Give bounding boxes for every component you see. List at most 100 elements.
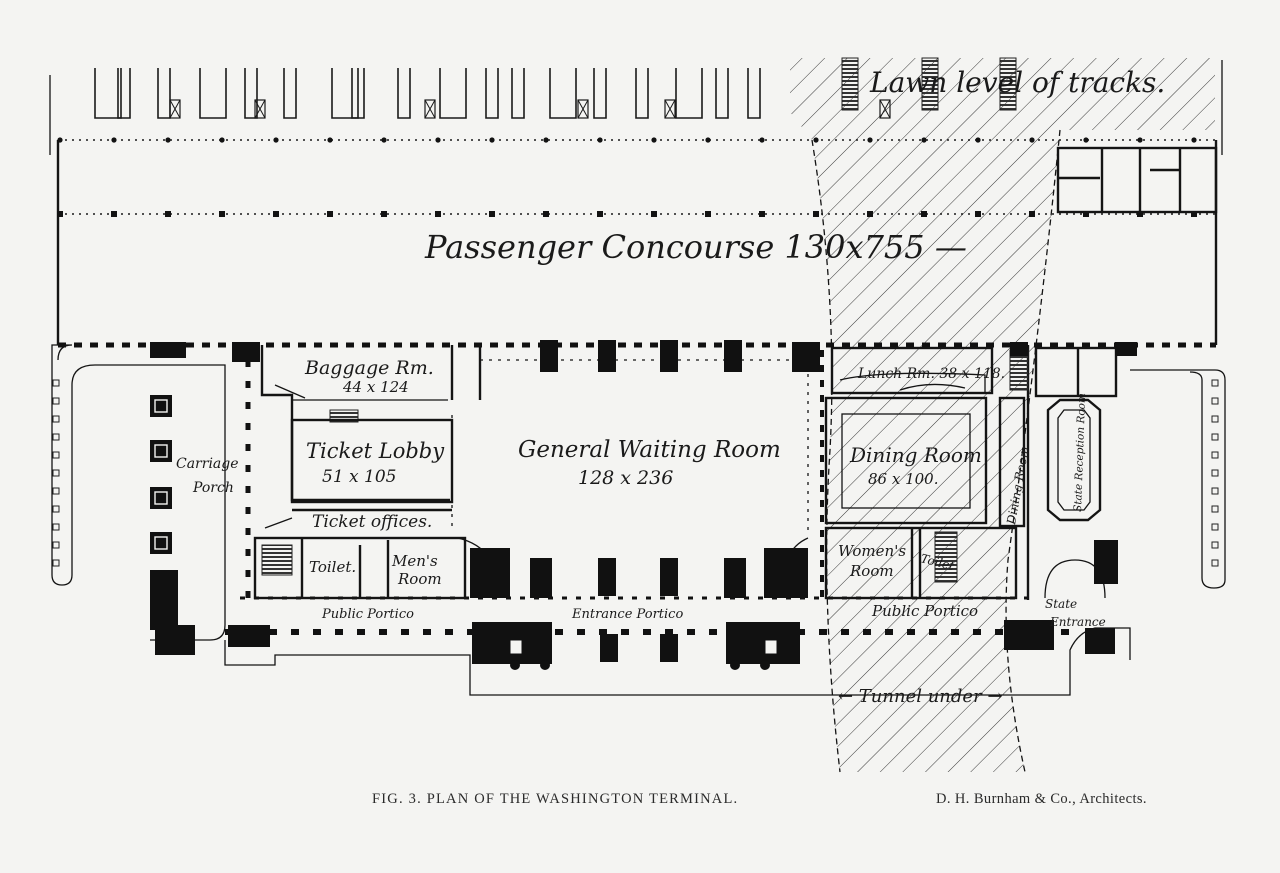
- drive-bollard: [1211, 379, 1219, 387]
- concourse-column: [867, 137, 873, 143]
- pier: [232, 342, 260, 362]
- door-niche: [764, 639, 778, 655]
- front-column: [730, 660, 740, 670]
- baggage-lift: [879, 99, 891, 119]
- baggage-lift: [169, 99, 181, 119]
- drive-bollard: [1211, 559, 1219, 567]
- label-carriage-porch-2: Porch: [192, 480, 234, 496]
- pier: [660, 634, 678, 662]
- label-state-entrance-1: State: [1045, 597, 1077, 611]
- pier: [724, 340, 742, 372]
- label-general-waiting-room-size: 128 x 236: [578, 467, 673, 489]
- drive-bollard: [1211, 469, 1219, 477]
- pier: [660, 340, 678, 372]
- pier: [1004, 620, 1054, 650]
- drive-bollard: [52, 433, 60, 441]
- track-stub: [439, 68, 467, 119]
- label-concourse: Passenger Concourse 130x755 —: [424, 228, 967, 266]
- track-stub: [199, 68, 227, 119]
- concourse-column: [759, 137, 765, 143]
- concourse-column: [705, 211, 711, 217]
- stair-block-1: [841, 57, 859, 111]
- porch-post-inset: [154, 444, 168, 458]
- concourse-column-rows: [57, 137, 1216, 217]
- concourse-column: [651, 137, 657, 143]
- concourse-column: [543, 211, 549, 217]
- pier: [530, 558, 552, 598]
- concourse-column: [867, 211, 873, 217]
- label-ticket-offices: Ticket offices.: [312, 512, 432, 532]
- track-stub: [397, 68, 411, 119]
- drive-bollard: [1211, 505, 1219, 513]
- pier: [600, 634, 618, 662]
- concourse-column: [1083, 211, 1089, 217]
- drive-bollard: [52, 469, 60, 477]
- concourse-column: [489, 137, 495, 143]
- pier: [792, 342, 820, 372]
- pier: [470, 548, 510, 598]
- track-stub: [283, 68, 297, 119]
- drive-bollard: [1211, 541, 1219, 549]
- pier: [598, 558, 616, 596]
- label-entrance-portico: Entrance Portico: [571, 607, 683, 622]
- concourse-column: [435, 137, 441, 143]
- pier: [1085, 628, 1115, 654]
- drive-bollard: [52, 505, 60, 513]
- label-general-waiting-room: General Waiting Room: [518, 437, 781, 463]
- label-lunch-room: Lunch Rm. 38 x 118.: [857, 366, 1005, 382]
- concourse-column: [327, 211, 333, 217]
- drive-bollard: [1211, 433, 1219, 441]
- tunnel-edge-right: [1005, 129, 1061, 773]
- label-baggage-room: Baggage Rm.: [304, 357, 434, 379]
- concourse-column: [111, 211, 117, 217]
- front-column: [540, 660, 550, 670]
- concourse-column: [219, 137, 225, 143]
- concourse-column: [57, 211, 63, 217]
- track-stub: [511, 68, 525, 119]
- porch-post: [150, 532, 172, 554]
- track-platforms: [94, 68, 891, 119]
- label-womens-room-2: Room: [849, 562, 894, 580]
- concourse-column: [597, 211, 603, 217]
- pier: [150, 570, 178, 630]
- baggage-lift: [424, 99, 436, 119]
- track-stub: [715, 68, 729, 119]
- concourse-column: [1029, 211, 1035, 217]
- pier: [1010, 342, 1028, 356]
- pier: [228, 625, 270, 647]
- label-state-reception-room: State Reception Room: [1072, 393, 1088, 512]
- track-stub: [351, 68, 365, 119]
- drive-bollard: [52, 559, 60, 567]
- architect-credit: D. H. Burnham & Co., Architects.: [936, 791, 1147, 807]
- concourse-column: [975, 211, 981, 217]
- concourse-column: [327, 137, 333, 143]
- baggage-lift-cross: [664, 99, 676, 119]
- pier: [1115, 342, 1137, 356]
- track-stub: [675, 68, 703, 119]
- baggage-lift: [664, 99, 676, 119]
- pier: [150, 342, 186, 358]
- concourse-column: [921, 211, 927, 217]
- label-public-portico-right: Public Portico: [871, 602, 978, 620]
- front-column: [760, 660, 770, 670]
- baggage-lift-cross: [254, 99, 266, 119]
- label-state-entrance-2: Entrance: [1049, 615, 1106, 629]
- track-stub: [244, 68, 258, 119]
- pier: [540, 340, 558, 372]
- pier: [155, 625, 195, 655]
- porch-post: [150, 440, 172, 462]
- figure-caption: FIG. 3. PLAN OF THE WASHINGTON TERMINAL.…: [372, 791, 1232, 808]
- label-ticket-lobby: Ticket Lobby: [306, 439, 445, 463]
- drive-bollard: [1211, 523, 1219, 531]
- concourse-column: [435, 211, 441, 217]
- concourse-column: [165, 211, 171, 217]
- concourse-column: [219, 211, 225, 217]
- drive-bollard: [52, 415, 60, 423]
- track-stub: [94, 68, 122, 119]
- carriage-porch-posts: [52, 379, 1219, 567]
- drive-bollard: [1211, 415, 1219, 423]
- concourse-column: [489, 211, 495, 217]
- baggage-lift-cross: [169, 99, 181, 119]
- concourse-column: [921, 137, 927, 143]
